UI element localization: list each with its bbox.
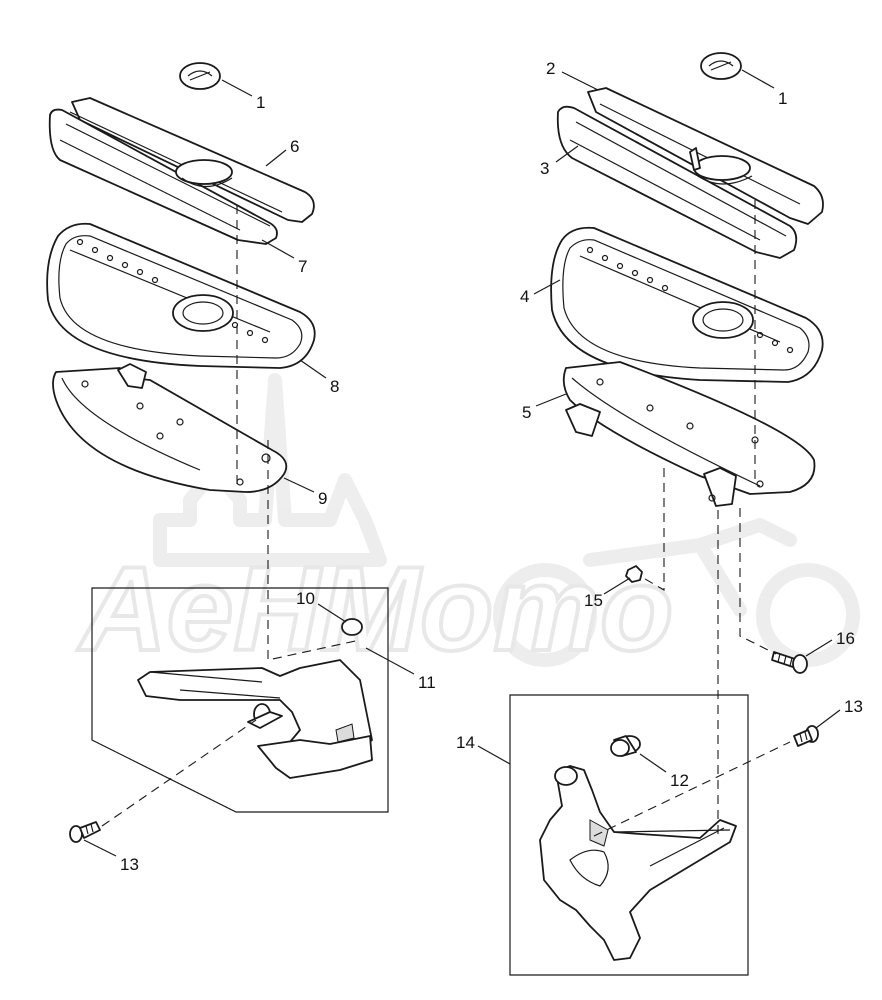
- leader-lines: [83, 69, 841, 857]
- right-badge-part-1: [700, 52, 742, 80]
- right-bracket-box-part-14: [509, 694, 749, 976]
- left-footboard-base-part-9: [52, 363, 288, 493]
- callout-12: 12: [670, 771, 689, 790]
- right-bushing-part-12: [610, 735, 641, 757]
- left-badge-part-1: [179, 62, 221, 90]
- watermark-text: AeHMomo: [77, 542, 673, 676]
- callout-10: 10: [296, 589, 315, 608]
- left-screw-part-13: [69, 821, 101, 843]
- callout-labels: 1 6 7 8 9 10 11 13 1 2 3 4 5 15 16 13 14…: [120, 59, 863, 874]
- left-retaining-ring-part-10: [341, 618, 363, 636]
- callout-5: 5: [522, 403, 531, 422]
- watermark-logo: AeHMomo: [75, 373, 860, 678]
- callout-2: 2: [546, 59, 555, 78]
- callout-6: 6: [290, 137, 299, 156]
- left-bracket-box-part-11: [91, 587, 389, 813]
- callout-1-left: 1: [256, 93, 265, 112]
- callout-8: 8: [330, 377, 339, 396]
- callout-13-right: 13: [844, 697, 863, 716]
- callout-7: 7: [298, 257, 307, 276]
- right-footboard-base-part-5: [562, 361, 816, 507]
- left-assembly: [46, 62, 389, 843]
- callout-16: 16: [836, 629, 855, 648]
- callout-1-right: 1: [778, 89, 787, 108]
- right-screw-part-13: [793, 725, 819, 747]
- callout-9: 9: [318, 489, 327, 508]
- left-footboard-cover-part-6-7: [48, 97, 315, 245]
- callout-13-left: 13: [120, 855, 139, 874]
- callout-11: 11: [418, 673, 436, 692]
- callout-14: 14: [456, 733, 475, 752]
- callout-3: 3: [540, 159, 549, 178]
- right-footboard-cover-part-2-3: [556, 87, 824, 259]
- right-bolt-part-16: [771, 651, 808, 674]
- left-footboard-pad-part-8: [46, 222, 316, 369]
- callout-4: 4: [520, 287, 529, 306]
- callout-15: 15: [584, 591, 603, 610]
- right-assembly: [509, 52, 824, 976]
